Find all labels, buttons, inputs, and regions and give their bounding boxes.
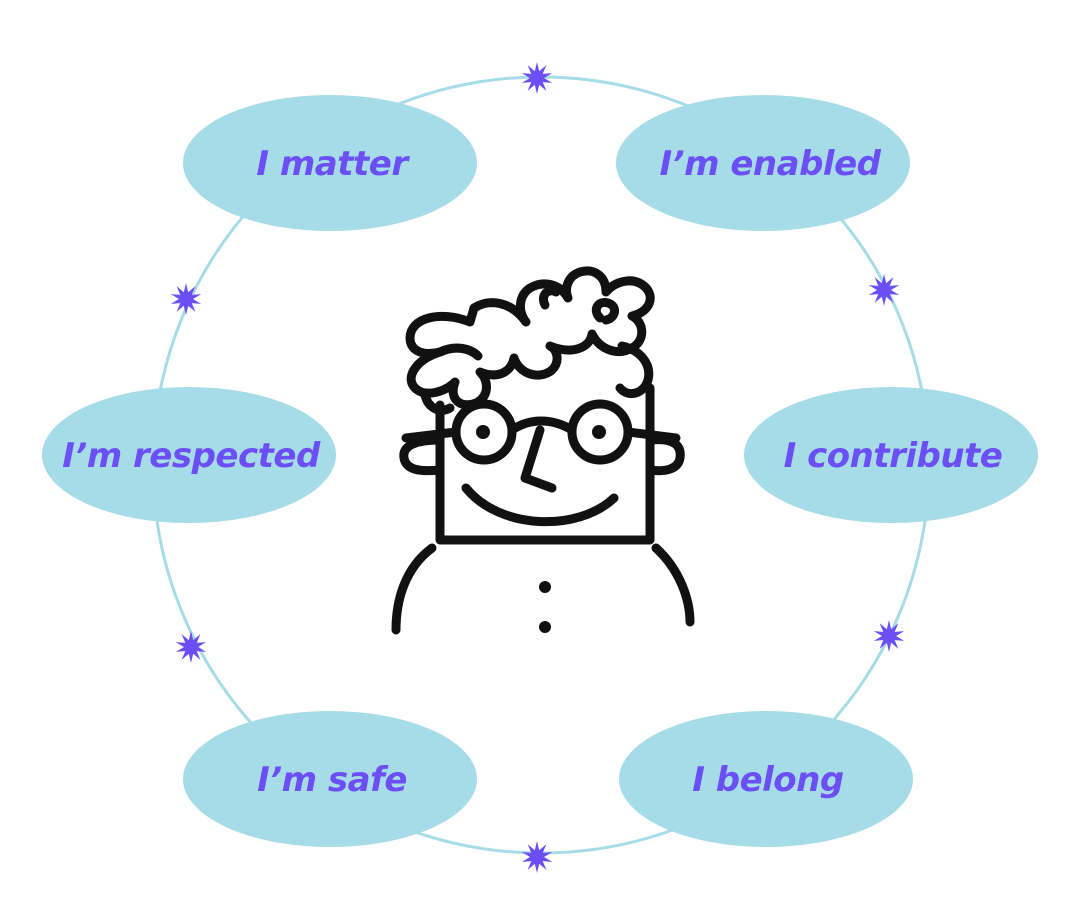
node-i-belong: I belong [619,711,913,847]
sparkle-star-icon [176,631,206,663]
node-label-i-contribute: I contribute [784,436,1003,476]
node-label-im-safe: I’m safe [257,760,407,800]
hair-curl-icon [596,302,614,320]
right-pupil-icon [592,425,606,439]
smiling-person-with-glasses-icon [396,271,690,630]
nose-icon [525,430,552,488]
hair-curl-icon [440,348,478,356]
sparkle-star-icon [522,841,552,873]
right-shoulder-icon [656,548,690,622]
node-im-safe: I’m safe [183,711,477,847]
glasses-arm-right-icon [628,432,676,438]
left-pupil-icon [476,425,490,439]
node-label-im-respected: I’m respected [62,436,321,476]
left-ear-icon [404,440,440,471]
left-shoulder-icon [396,548,432,630]
node-im-respected: I’m respected [42,387,336,523]
hair-icon [410,271,650,405]
node-i-matter: I matter [183,95,477,231]
smile-icon [466,488,614,522]
node-label-im-enabled: I’m enabled [660,144,882,184]
glasses-arm-left-icon [406,432,456,438]
hair-curl-icon [543,291,556,305]
node-im-enabled: I’m enabled [616,95,910,231]
shirt-button-icon [539,621,551,633]
node-i-contribute: I contribute [744,387,1038,523]
right-ear-icon [650,440,680,471]
sparkle-star-icon [874,620,904,652]
shirt-button-icon [539,581,551,593]
node-label-i-matter: I matter [256,144,410,184]
node-label-i-belong: I belong [692,760,844,800]
sparkle-star-icon [869,274,899,306]
